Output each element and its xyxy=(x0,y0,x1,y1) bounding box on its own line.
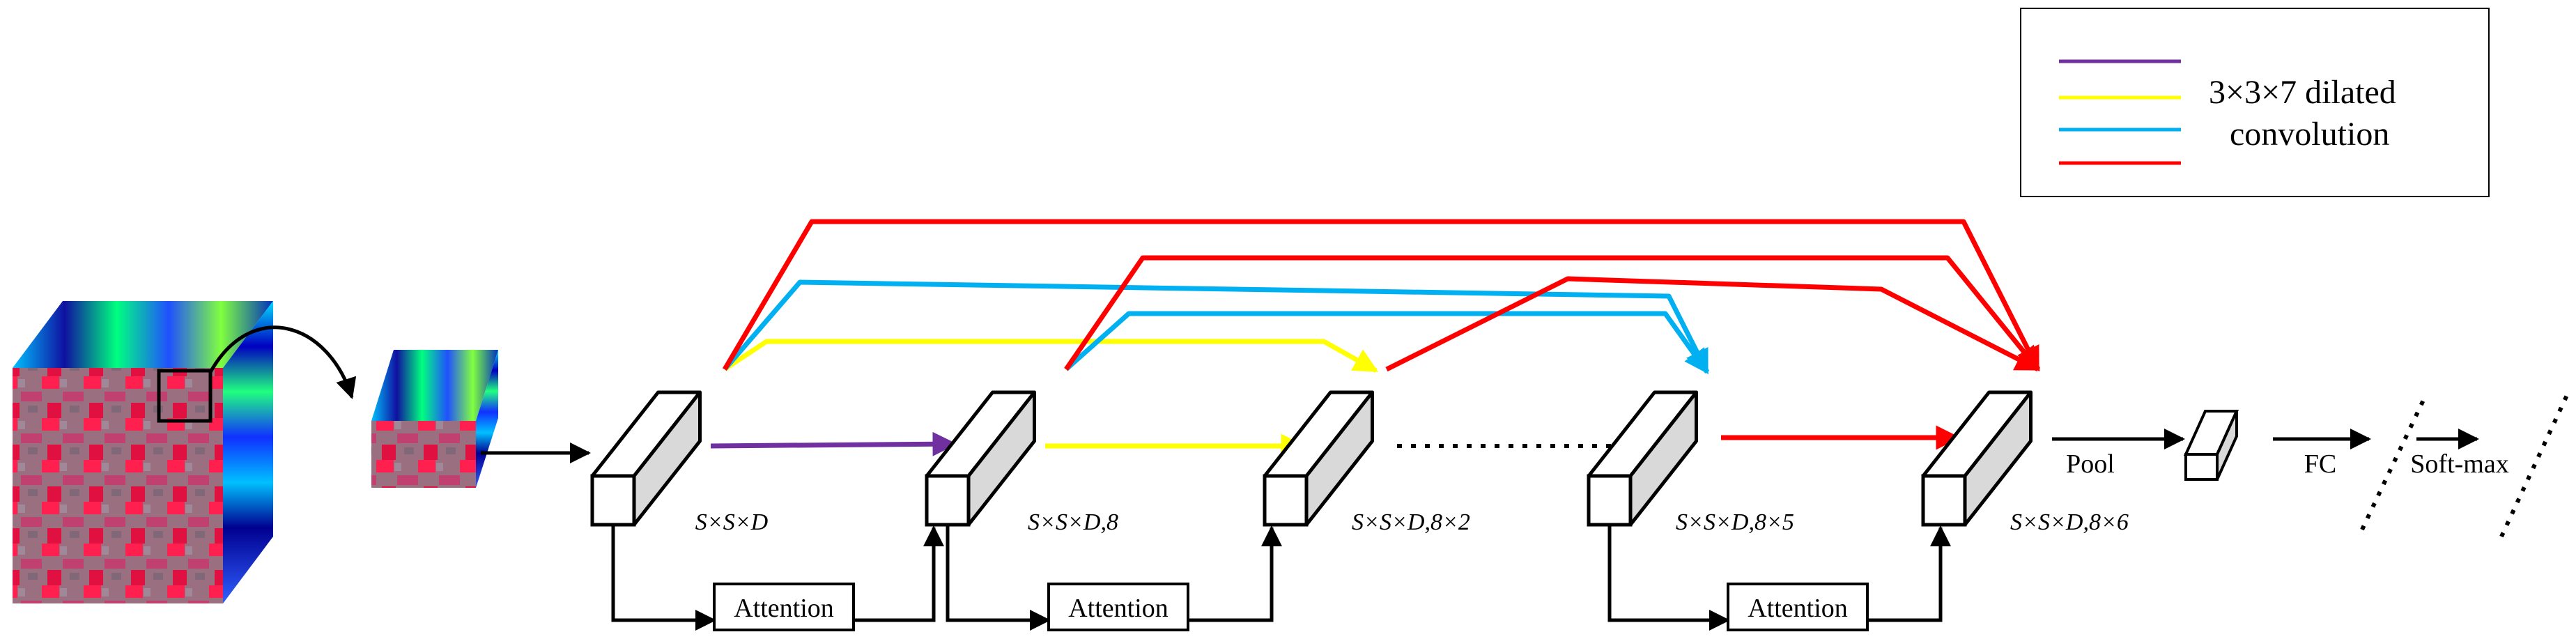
attention-module-1: Attention xyxy=(713,583,855,631)
purple-conv-1-2 xyxy=(710,431,957,456)
block-front-face xyxy=(1587,474,1633,527)
attention-path-in-3 xyxy=(1607,525,1730,631)
feature-block-4: S×S×D,8×5 xyxy=(1587,390,1794,535)
legend-text-line2: convolution xyxy=(2230,116,2389,153)
attention-label: Attention xyxy=(1748,594,1848,623)
attention-path-in-2 xyxy=(946,525,1051,631)
attention-modules: Attention Attention Attention xyxy=(713,583,1869,631)
attention-module-3: Attention xyxy=(1727,583,1869,631)
attention-box xyxy=(1047,583,1189,631)
red-conv-1-5 xyxy=(722,219,2041,372)
attention-path-out-1 xyxy=(854,525,944,622)
attention-box xyxy=(713,583,855,631)
patch-extract-arrow xyxy=(208,325,357,399)
block-front-face xyxy=(1263,474,1309,527)
softmax-layer xyxy=(2499,392,2570,538)
fc-label: FC xyxy=(2304,449,2336,479)
attention-paths xyxy=(611,525,1951,631)
block-label: S×S×D xyxy=(695,509,769,535)
cube-top-face xyxy=(13,301,273,368)
input-patch-cube xyxy=(371,350,498,488)
attention-label: Attention xyxy=(734,594,834,623)
block-label: S×S×D,8×5 xyxy=(1676,509,1794,535)
attention-box xyxy=(1727,583,1869,631)
block-front-face xyxy=(925,474,971,527)
dilated-conv-connections xyxy=(710,219,2041,459)
attention-module-2: Attention xyxy=(1047,583,1189,631)
block-label: S×S×D,8×6 xyxy=(2010,509,2129,535)
pooled-vector xyxy=(2183,410,2239,481)
block-front-face xyxy=(590,474,636,527)
patch-selection-box xyxy=(157,369,213,423)
block-label: S×S×D,8 xyxy=(1028,509,1118,535)
input-hyperspectral-cube xyxy=(13,301,273,603)
feature-block-5: S×S×D,8×6 xyxy=(1921,390,2129,535)
cube-side-face xyxy=(223,301,273,603)
legend-box xyxy=(2020,8,2490,197)
block-front-face xyxy=(1921,474,1967,527)
attention-path-in-1 xyxy=(611,525,716,631)
pool-label: Pool xyxy=(2066,449,2115,479)
feature-block-1: S×S×D xyxy=(590,390,769,535)
cube-front-face xyxy=(13,368,223,603)
attention-path-out-3 xyxy=(1867,525,1951,622)
legend-text-line1: 3×3×7 dilated xyxy=(2209,74,2396,111)
attention-label: Attention xyxy=(1068,594,1169,623)
feature-blocks: S×S×D S×S×D,8 S×S×D,8×2 S×S×D,8×5 S×S×D,8×6 xyxy=(590,390,2129,535)
red-conv-2-5 xyxy=(1064,255,2040,371)
softmax-label: Soft-max xyxy=(2410,449,2508,479)
cyan-conv-1-4 xyxy=(723,279,1710,375)
legend: 3×3×7 dilated convolution xyxy=(2020,8,2490,197)
yellow-conv-1-3 xyxy=(723,339,1379,374)
feature-block-2: S×S×D,8 xyxy=(925,390,1118,535)
red-conv-3-5 xyxy=(1385,276,2041,372)
classification-head: Pool FC Soft-max xyxy=(2052,392,2570,538)
feature-block-3: S×S×D,8×2 xyxy=(1263,390,1470,535)
attention-path-out-2 xyxy=(1188,525,1282,622)
cyan-conv-2-4 xyxy=(1064,311,1709,374)
block-label: S×S×D,8×2 xyxy=(1352,509,1470,535)
